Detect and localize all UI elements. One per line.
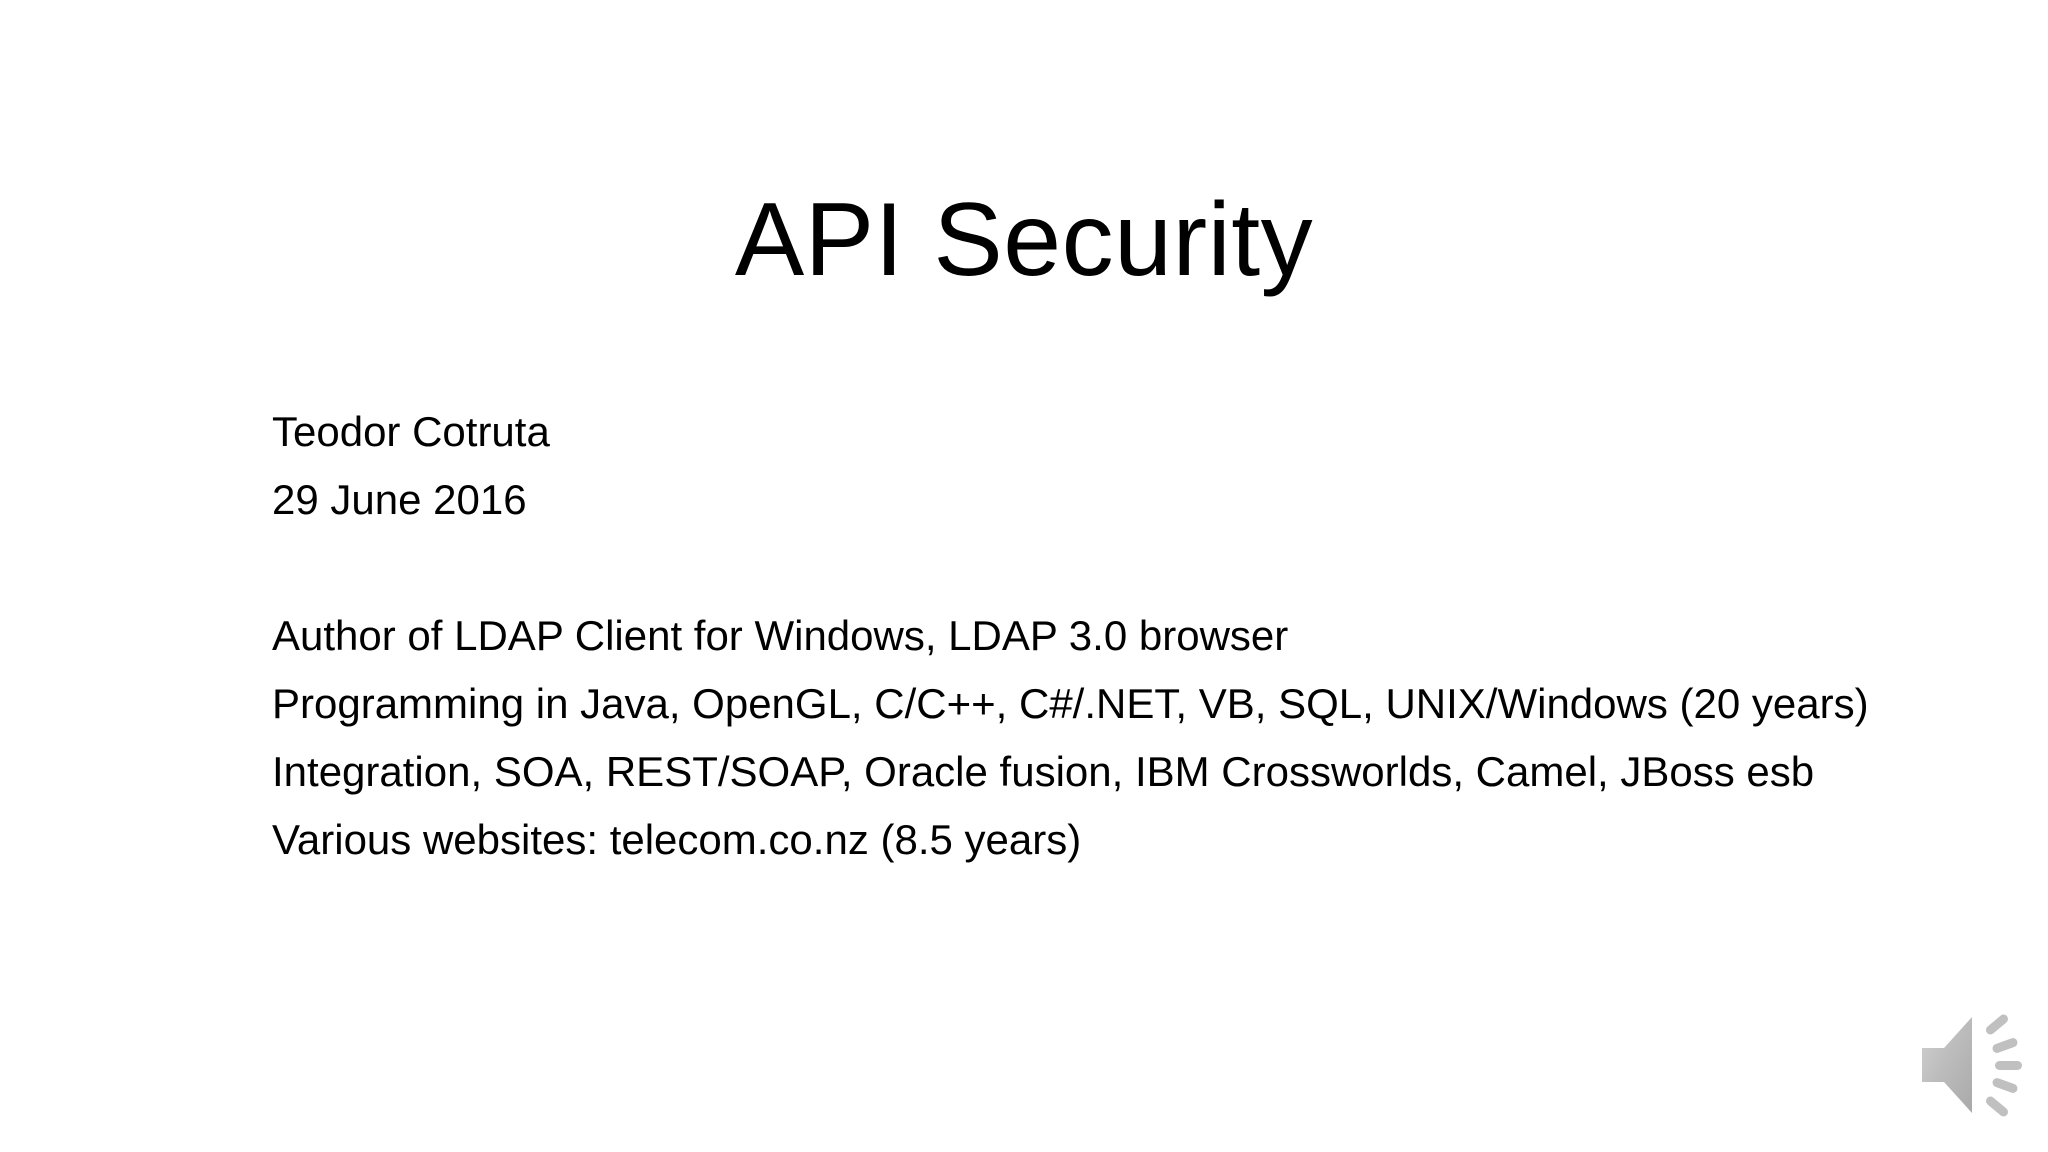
body-line-blank — [272, 534, 2012, 602]
speaker-icon[interactable] — [1908, 1000, 2048, 1132]
body-line-ldap-author: Author of LDAP Client for Windows, LDAP … — [272, 612, 1289, 659]
slide-title: API Security — [734, 182, 1314, 298]
body-line-programming: Programming in Java, OpenGL, C/C++, C#/.… — [272, 680, 1869, 727]
body-line-websites: Various websites: telecom.co.nz (8.5 yea… — [272, 816, 1082, 863]
body-line-author-name: Teodor Cotruta — [272, 408, 550, 455]
body-line-integration: Integration, SOA, REST/SOAP, Oracle fusi… — [272, 748, 1815, 795]
slide-body-text: Teodor Cotruta 29 June 2016 Author of LD… — [272, 398, 2012, 874]
body-line-date: 29 June 2016 — [272, 476, 527, 523]
audio-object[interactable] — [1908, 1000, 2048, 1132]
